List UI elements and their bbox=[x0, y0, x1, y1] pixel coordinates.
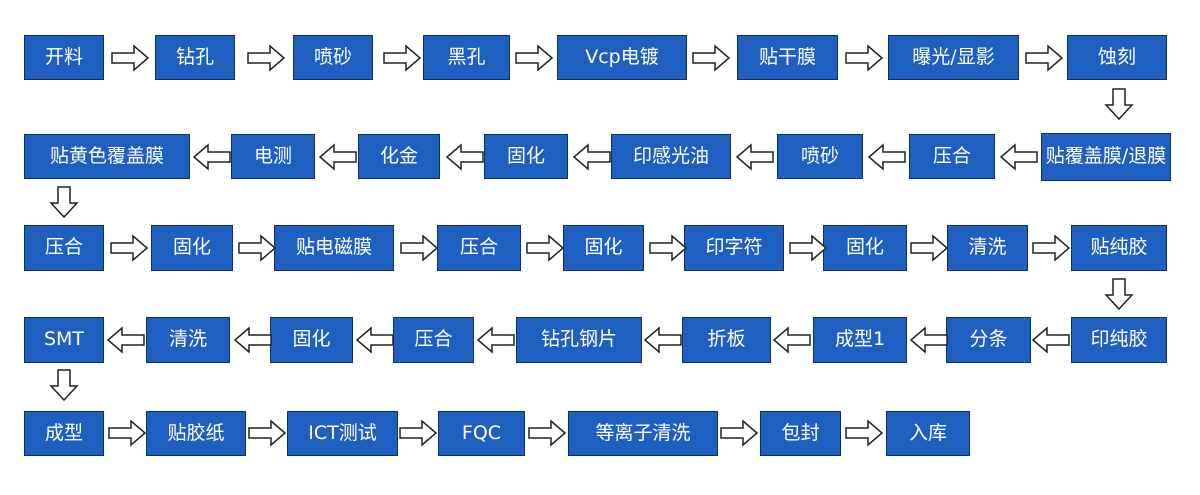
step-pure-adhesive: 贴纯胶 bbox=[1071, 225, 1167, 271]
flow-arrow-left bbox=[192, 143, 231, 171]
step-yellow-coverlay: 贴黄色覆盖膜 bbox=[24, 134, 190, 179]
step-vcp-plating: Vcp电镀 bbox=[557, 35, 687, 80]
flow-arrow-left bbox=[999, 143, 1038, 171]
step-legend-print: 印字符 bbox=[684, 225, 784, 271]
step-curing: 固化 bbox=[563, 225, 644, 271]
flow-arrow-right bbox=[720, 419, 759, 447]
step-sandblasting: 喷砂 bbox=[293, 35, 373, 80]
step-sandblasting: 喷砂 bbox=[777, 134, 863, 179]
flow-arrow-right bbox=[526, 234, 565, 262]
step-lamination: 压合 bbox=[909, 134, 995, 179]
step-black-hole: 黑孔 bbox=[423, 35, 510, 80]
step-forming: 成型 bbox=[24, 411, 104, 456]
step-print-adhesive: 印纯胶 bbox=[1071, 317, 1167, 363]
flow-arrow-right bbox=[383, 44, 422, 72]
flow-arrow-right bbox=[248, 419, 287, 447]
flow-arrow-right bbox=[111, 44, 150, 72]
step-stiffener-drill: 钻孔钢片 bbox=[516, 317, 642, 363]
flow-arrow-right bbox=[910, 234, 949, 262]
step-encapsulation: 包封 bbox=[760, 411, 841, 456]
flow-arrow-left bbox=[572, 143, 611, 171]
flow-arrow-left bbox=[476, 326, 515, 354]
flow-arrow-left bbox=[772, 326, 811, 354]
flow-arrow-left bbox=[643, 326, 682, 354]
step-gold-plating: 化金 bbox=[358, 134, 440, 179]
flow-arrow-left bbox=[445, 143, 484, 171]
flow-arrow-left bbox=[735, 143, 774, 171]
step-etching: 蚀刻 bbox=[1067, 35, 1167, 80]
step-drilling: 钻孔 bbox=[155, 35, 235, 80]
step-curing: 固化 bbox=[484, 134, 568, 179]
flow-arrow-right bbox=[692, 44, 731, 72]
flow-arrow-left bbox=[106, 326, 145, 354]
flow-arrow-left bbox=[867, 143, 906, 171]
step-lamination: 压合 bbox=[24, 225, 104, 271]
step-cleaning: 清洗 bbox=[146, 317, 230, 363]
step-folding: 折板 bbox=[682, 317, 771, 363]
flow-arrow-right bbox=[1032, 234, 1071, 262]
step-curing: 固化 bbox=[823, 225, 907, 271]
step-tape: 贴胶纸 bbox=[146, 411, 246, 456]
flow-arrow-right bbox=[400, 234, 439, 262]
step-smt: SMT bbox=[24, 317, 104, 363]
step-slitting: 分条 bbox=[946, 317, 1031, 363]
step-lamination: 压合 bbox=[393, 317, 474, 363]
flow-arrow-left bbox=[909, 326, 948, 354]
flow-arrow-right bbox=[528, 419, 567, 447]
flow-arrow-down bbox=[1104, 88, 1134, 121]
flow-arrow-right bbox=[247, 44, 286, 72]
step-coverlay-strip: 贴覆盖膜/退膜 bbox=[1041, 133, 1171, 181]
step-plasma-clean: 等离子清洗 bbox=[568, 411, 718, 456]
step-photo-ink: 印感光油 bbox=[611, 134, 731, 179]
flow-arrow-down bbox=[1104, 278, 1134, 311]
flow-arrow-right bbox=[399, 419, 438, 447]
flow-arrow-right bbox=[845, 44, 884, 72]
flow-arrow-left bbox=[355, 326, 394, 354]
flow-arrow-right bbox=[649, 234, 688, 262]
flow-arrow-left bbox=[1031, 326, 1070, 354]
step-dry-film: 贴干膜 bbox=[737, 35, 838, 80]
step-ict-test: ICT测试 bbox=[287, 411, 398, 456]
step-emi-film: 贴电磁膜 bbox=[274, 225, 394, 271]
step-forming-1: 成型1 bbox=[813, 317, 907, 363]
flow-arrow-right bbox=[1025, 44, 1064, 72]
step-e-test: 电测 bbox=[231, 134, 315, 179]
flow-arrow-down bbox=[49, 369, 79, 402]
flow-arrow-down bbox=[49, 186, 79, 219]
step-exposure-develop: 曝光/显影 bbox=[888, 35, 1019, 80]
step-curing: 固化 bbox=[270, 317, 353, 363]
step-cutting: 开料 bbox=[24, 35, 104, 80]
flow-arrow-right bbox=[110, 234, 149, 262]
step-lamination: 压合 bbox=[437, 225, 521, 271]
step-warehousing: 入库 bbox=[886, 411, 970, 456]
flow-arrow-left bbox=[233, 326, 272, 354]
flow-arrow-right bbox=[789, 234, 828, 262]
flow-arrow-right bbox=[108, 419, 147, 447]
flow-arrow-right bbox=[515, 44, 554, 72]
flow-arrow-left bbox=[318, 143, 357, 171]
step-curing: 固化 bbox=[151, 225, 233, 271]
flow-arrow-right bbox=[845, 419, 884, 447]
step-fqc: FQC bbox=[438, 411, 525, 456]
flow-arrow-right bbox=[238, 234, 277, 262]
